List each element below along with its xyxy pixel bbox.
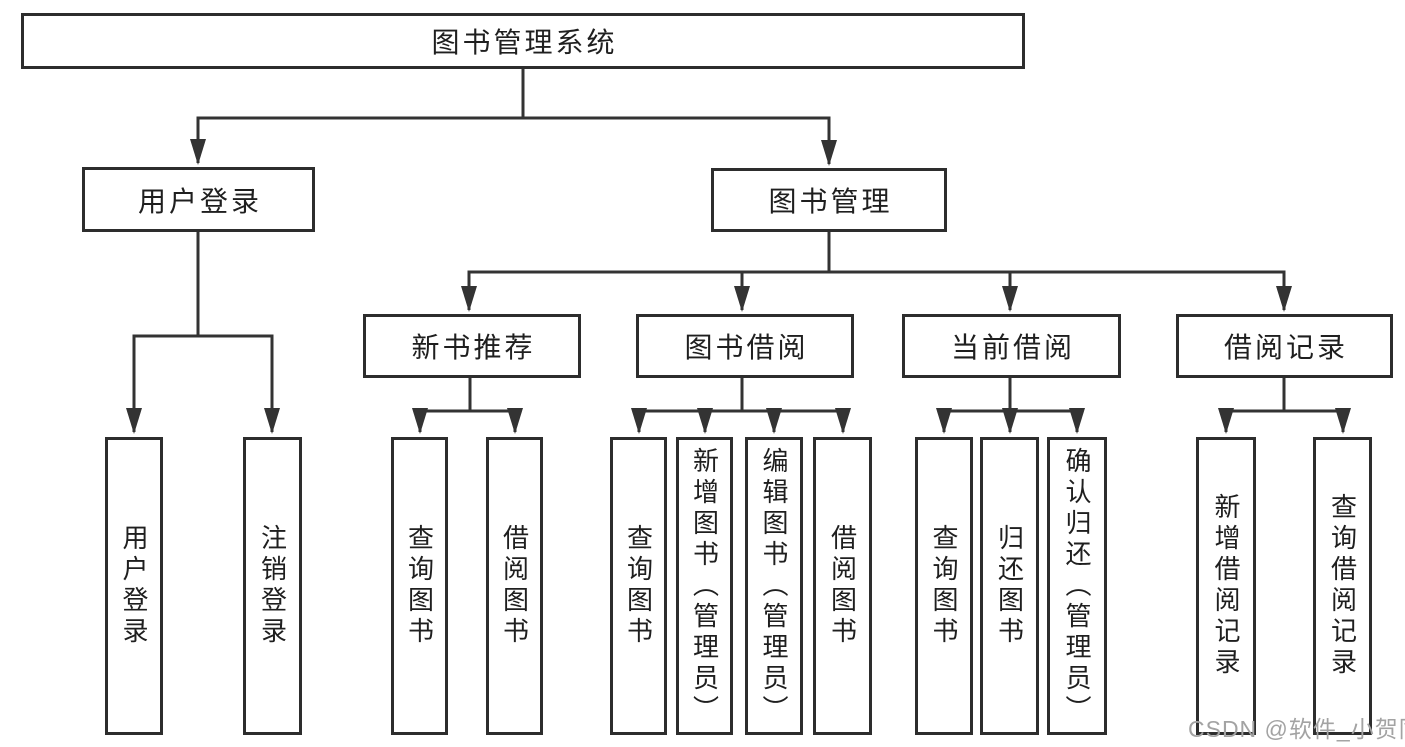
leaf-return-books: 归还图书 [980, 437, 1039, 735]
leaf-borrow-books-1-label: 借阅图书 [499, 524, 530, 648]
node-new-book-recommend: 新书推荐 [363, 314, 581, 378]
leaf-query-books-1-label: 查询图书 [404, 524, 435, 648]
node-current-borrow: 当前借阅 [902, 314, 1121, 378]
node-book-borrow: 图书借阅 [636, 314, 854, 378]
node-book-management: 图书管理 [711, 168, 947, 232]
leaf-confirm-return-admin: 确认归还（管理员） [1047, 437, 1107, 735]
leaf-edit-book-admin-label: 编辑图书（管理员） [759, 446, 789, 726]
node-new-book-recommend-label: 新书推荐 [411, 332, 536, 363]
node-root: 图书管理系统 [21, 13, 1025, 69]
node-root-label: 图书管理系统 [431, 27, 618, 58]
node-borrow-records: 借阅记录 [1176, 314, 1393, 378]
node-book-management-label: 图书管理 [768, 186, 893, 217]
node-user-login: 用户登录 [82, 167, 315, 232]
node-book-borrow-label: 图书借阅 [684, 332, 809, 363]
leaf-logout: 注销登录 [243, 437, 302, 735]
leaf-confirm-return-admin-label: 确认归还（管理员） [1062, 446, 1092, 726]
leaf-add-book-admin: 新增图书（管理员） [676, 437, 733, 735]
leaf-return-books-label: 归还图书 [994, 524, 1025, 648]
leaf-borrow-books-2: 借阅图书 [813, 437, 872, 735]
leaf-query-books-2: 查询图书 [610, 437, 667, 735]
leaf-borrow-books-2-label: 借阅图书 [827, 524, 858, 648]
leaf-query-books-3-label: 查询图书 [929, 524, 959, 648]
node-current-borrow-label: 当前借阅 [950, 332, 1075, 363]
leaf-user-login: 用户登录 [105, 437, 163, 735]
leaf-user-login-label: 用户登录 [119, 524, 149, 648]
leaf-add-book-admin-label: 新增图书（管理员） [689, 446, 720, 726]
leaf-add-borrow-record: 新增借阅记录 [1196, 437, 1256, 735]
leaf-add-borrow-record-label: 新增借阅记录 [1211, 493, 1241, 679]
node-borrow-records-label: 借阅记录 [1223, 332, 1348, 363]
leaf-query-borrow-record: 查询借阅记录 [1313, 437, 1372, 735]
connector-arrows [126, 118, 1351, 434]
leaf-borrow-books-1: 借阅图书 [486, 437, 543, 735]
leaf-logout-label: 注销登录 [257, 524, 288, 648]
leaf-query-borrow-record-label: 查询借阅记录 [1327, 493, 1358, 679]
connector-lines [132, 67, 1345, 413]
leaf-query-books-1: 查询图书 [391, 437, 448, 735]
leaf-edit-book-admin: 编辑图书（管理员） [745, 437, 803, 735]
leaf-query-books-2-label: 查询图书 [623, 524, 654, 648]
csdn-watermark: CSDN @软件_小贺同学 [1188, 716, 1405, 742]
leaf-query-books-3: 查询图书 [915, 437, 973, 735]
node-user-login-label: 用户登录 [137, 185, 262, 217]
